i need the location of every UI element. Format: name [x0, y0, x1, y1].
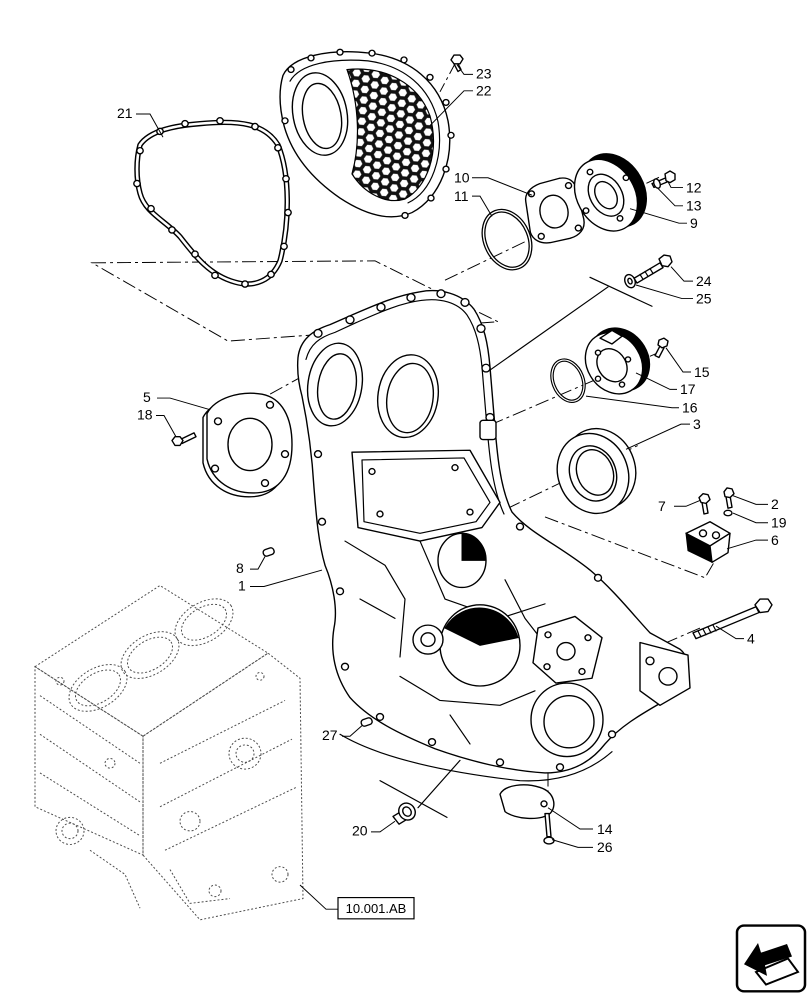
- callout-label-4: 4: [747, 632, 755, 647]
- seal-3: [556, 427, 637, 515]
- leader-line-26: [551, 839, 593, 848]
- callout-label-1: 1: [238, 579, 246, 594]
- callout-label-25: 25: [696, 292, 712, 307]
- callout-label-6: 6: [771, 533, 779, 548]
- reference-box[interactable]: [337, 897, 415, 920]
- callout-label-21: 21: [117, 106, 133, 121]
- leader-line-23: [456, 64, 473, 75]
- bolt-7: [698, 493, 711, 515]
- callout-label-24: 24: [696, 274, 712, 289]
- callout-label-13: 13: [686, 199, 702, 214]
- washer-13: [653, 178, 661, 189]
- leader-line-16: [585, 395, 679, 409]
- plate-5: [202, 392, 293, 498]
- bolt-18: [171, 432, 197, 447]
- bolt-23: [450, 54, 464, 73]
- callout-label-12: 12: [686, 180, 702, 195]
- leader-line-7: [674, 500, 701, 507]
- leader-line-27: [342, 725, 363, 737]
- leader-line-3: [625, 423, 690, 450]
- gasket-10: [524, 177, 585, 244]
- grille-cover-22: [279, 48, 455, 220]
- washer-25: [624, 273, 636, 289]
- callout-label-23: 23: [476, 66, 492, 81]
- leader-line-9: [629, 208, 687, 224]
- callout-label-14: 14: [597, 822, 613, 837]
- navigation-arrow-icon[interactable]: [735, 924, 807, 993]
- reference-link[interactable]: 10.001.AB: [299, 884, 415, 920]
- block-6: [685, 521, 731, 564]
- callout-label-10: 10: [454, 171, 470, 186]
- leader-line-11: [472, 195, 493, 217]
- leader-line-2: [732, 495, 768, 505]
- leader-line-19: [732, 512, 768, 524]
- plug-20: [392, 802, 416, 825]
- callout-label-5: 5: [143, 390, 151, 405]
- cover-plate-14: [499, 784, 555, 820]
- bolt-2: [723, 487, 735, 509]
- leader-line-1: [250, 569, 323, 587]
- leader-line-25: [635, 284, 693, 300]
- callout-label-22: 22: [476, 84, 492, 99]
- callout-label-15: 15: [694, 365, 710, 380]
- callout-label-3: 3: [693, 417, 701, 432]
- reference-leader-line: [299, 884, 338, 910]
- bolt-15: [654, 337, 669, 359]
- front-housing-1: [296, 289, 691, 782]
- callout-label-27: 27: [322, 728, 338, 743]
- leader-line-14: [547, 807, 593, 830]
- cover-17: [584, 327, 651, 395]
- leader-line-17: [635, 372, 677, 390]
- callout-label-26: 26: [597, 840, 613, 855]
- leader-line-24: [670, 266, 693, 282]
- gasket-21: [133, 117, 292, 288]
- callout-label-9: 9: [690, 216, 698, 231]
- section-indicator-lines: [379, 276, 653, 818]
- callout-label-18: 18: [137, 408, 153, 423]
- leader-line-22: [429, 90, 473, 126]
- leader-line-20: [371, 820, 396, 833]
- leader-line-5: [157, 397, 211, 411]
- pin-8: [262, 547, 275, 557]
- leader-line-13: [656, 187, 683, 207]
- reference-label[interactable]: 10.001.AB: [346, 901, 407, 916]
- pin-27: [360, 717, 373, 727]
- callout-label-7: 7: [658, 499, 666, 514]
- leader-line-12: [667, 181, 683, 188]
- leader-line-8: [250, 556, 266, 570]
- callout-label-2: 2: [771, 497, 779, 512]
- leader-line-15: [665, 347, 691, 373]
- leader-line-6: [726, 539, 768, 550]
- leader-line-21: [136, 113, 164, 138]
- callout-label-16: 16: [682, 401, 698, 416]
- bolt-24: [633, 254, 673, 284]
- callout-label-19: 19: [771, 516, 787, 531]
- washer-19: [723, 509, 733, 517]
- o-ring-11: [481, 208, 533, 271]
- callout-label-8: 8: [236, 561, 244, 576]
- callout-label-20: 20: [352, 824, 368, 839]
- callout-label-11: 11: [454, 189, 469, 204]
- engine-block-ghost: [34, 584, 304, 921]
- callout-label-17: 17: [680, 382, 696, 397]
- leader-line-4: [715, 625, 744, 640]
- o-ring-16: [550, 358, 586, 403]
- leader-line-10: [472, 177, 533, 196]
- bolt-4: [692, 598, 773, 640]
- callouts: 23 22 21 10 11 12 13 9 24 25 15 17 16 3 …: [117, 64, 787, 855]
- leader-line-18: [156, 414, 177, 437]
